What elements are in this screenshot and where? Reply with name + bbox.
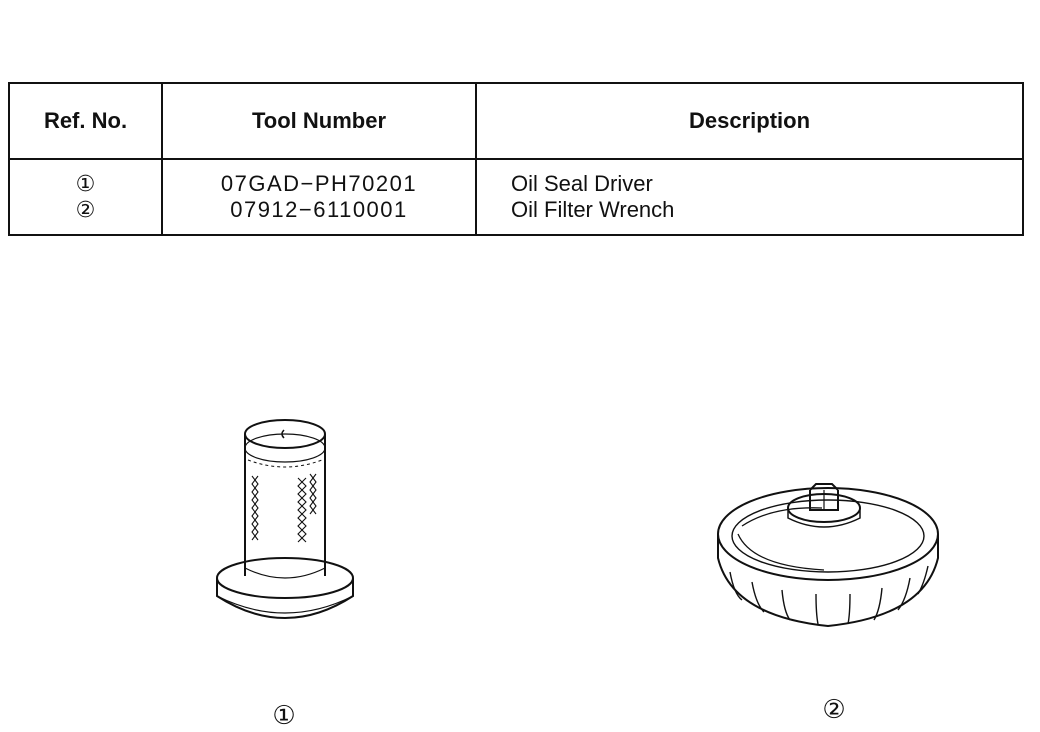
oil-filter-wrench-icon bbox=[712, 476, 944, 632]
row-description: Oil Filter Wrench bbox=[511, 197, 675, 222]
row-ref-no: ① bbox=[9, 159, 163, 197]
figure-label-1: ① bbox=[272, 700, 296, 730]
table-body: ① 07GAD−PH70201 Oil Seal Driver ② 07912−… bbox=[9, 159, 1023, 235]
table-row: ② 07912−6110001 Oil Filter Wrench bbox=[9, 197, 1023, 235]
header-tool-number: Tool Number bbox=[162, 83, 477, 160]
special-tools-table: Ref. No. Tool Number Description ① 07GAD… bbox=[8, 82, 1024, 236]
header-row: Ref. No. Tool Number Description bbox=[9, 83, 1023, 160]
figure-label-2: ② bbox=[822, 694, 846, 724]
row-ref-no: ② bbox=[9, 197, 163, 235]
row-tool-number: 07GAD−PH70201 bbox=[162, 159, 477, 197]
row-description: Oil Seal Driver bbox=[511, 171, 653, 196]
table-row: ① 07GAD−PH70201 Oil Seal Driver bbox=[9, 159, 1023, 197]
oil-seal-driver-icon bbox=[210, 408, 360, 648]
header-ref-no: Ref. No. bbox=[9, 83, 163, 160]
row-tool-number: 07912−6110001 bbox=[162, 197, 477, 235]
header-description: Description bbox=[476, 83, 1023, 160]
table-header: Ref. No. Tool Number Description bbox=[9, 83, 1023, 160]
